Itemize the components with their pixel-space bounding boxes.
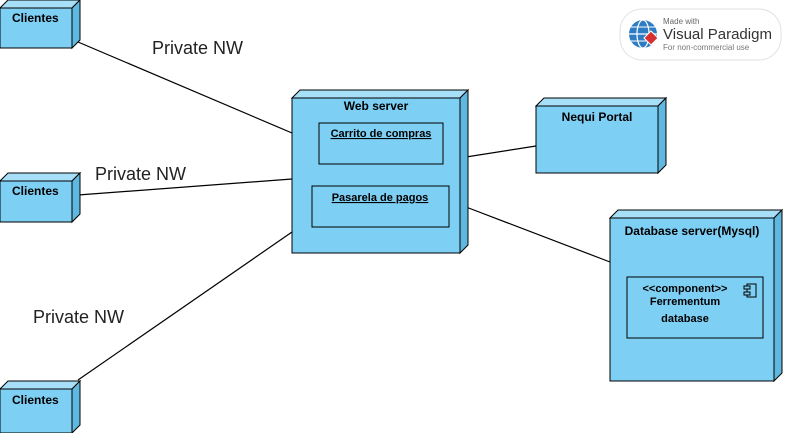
client-node-1[interactable]: Clientes xyxy=(0,0,81,50)
edge-client3-webserver xyxy=(77,231,293,381)
artifact-pasarela[interactable]: Pasarela de pagos xyxy=(311,185,450,228)
client-1-label: Clientes xyxy=(12,11,59,25)
component-name-line1: Ferrementum xyxy=(650,296,721,308)
edge-label-middle: Private NW xyxy=(95,164,186,184)
component-stereotype: <<component>> xyxy=(643,283,728,295)
carrito-label: Carrito de compras xyxy=(331,128,432,140)
edge-client1-webserver xyxy=(77,41,293,134)
client-3-label: Clientes xyxy=(12,393,59,407)
watermark-brand: Visual Paradigm xyxy=(663,26,772,43)
nequi-portal-title: Nequi Portal xyxy=(562,110,633,124)
pasarela-label: Pasarela de pagos xyxy=(332,192,429,204)
edge-label-bottom: Private NW xyxy=(33,307,124,327)
client-2-label: Clientes xyxy=(12,184,59,198)
client-node-3[interactable]: Clientes xyxy=(0,379,82,433)
visual-paradigm-watermark: Made with Visual Paradigm For non-commer… xyxy=(619,8,782,61)
globe-icon xyxy=(629,19,659,49)
edge-client2-webserver xyxy=(77,178,293,196)
database-server-node[interactable]: Database server(Mysql) <<component>> Fer… xyxy=(608,208,784,383)
edge-label-top: Private NW xyxy=(152,38,243,58)
component-ferrementum[interactable]: <<component>> Ferrementum database xyxy=(626,276,764,339)
artifact-carrito[interactable]: Carrito de compras xyxy=(318,122,444,165)
component-name-line2: database xyxy=(661,313,709,325)
database-server-title: Database server(Mysql) xyxy=(625,224,760,238)
edge-webserver-database xyxy=(465,206,611,263)
web-server-node[interactable]: Web server Carrito de compras Pasarela d… xyxy=(290,88,470,255)
nequi-portal-node[interactable]: Nequi Portal xyxy=(534,96,668,175)
web-server-title: Web server xyxy=(344,99,409,113)
client-node-2[interactable]: Clientes xyxy=(0,171,82,224)
watermark-made-with: Made with xyxy=(663,17,699,26)
edge-webserver-nequi xyxy=(465,145,537,158)
component-icon xyxy=(743,283,757,298)
watermark-subtitle: For non-commercial use xyxy=(663,43,750,52)
